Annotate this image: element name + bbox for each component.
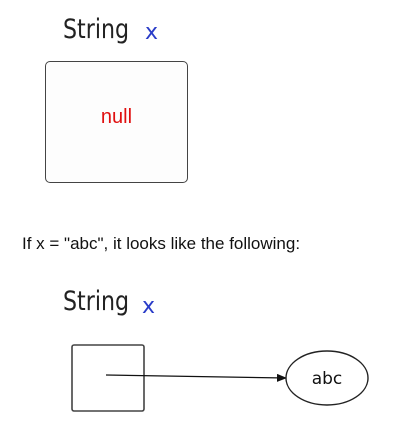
variable-box-null: null <box>45 61 188 183</box>
string-object-value: abc <box>312 369 343 389</box>
caption-text: If x = "abc", it looks like the followin… <box>22 234 301 253</box>
null-value-text: null <box>100 106 133 128</box>
type-label-string-bottom: String <box>63 286 130 317</box>
variable-box-reference <box>71 344 145 412</box>
variable-label-x-top: x <box>145 20 159 45</box>
type-label-string-top: String <box>63 14 130 45</box>
reference-diagram: abc <box>71 344 369 412</box>
reference-arrow <box>105 373 287 382</box>
string-object-ellipse <box>285 350 369 406</box>
variable-label-x-bottom: x <box>142 294 156 319</box>
